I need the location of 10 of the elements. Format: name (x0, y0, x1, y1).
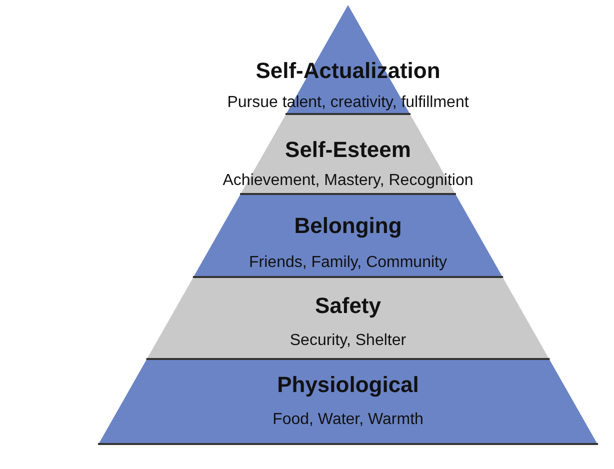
tier-heading: Physiological (277, 372, 419, 398)
tier-description: Food, Water, Warmth (272, 410, 424, 430)
tier-heading: Safety (314, 293, 381, 319)
tier-heading: Self-Esteem (285, 137, 411, 163)
pyramid-tier (144, 278, 552, 360)
pyramid-tier (96, 360, 600, 445)
tier-heading: Belonging (294, 213, 402, 239)
tier-description: Friends, Family, Community (249, 253, 447, 273)
tier-description: Security, Shelter (290, 331, 406, 351)
tier-description: Achievement, Mastery, Recognition (222, 171, 474, 191)
